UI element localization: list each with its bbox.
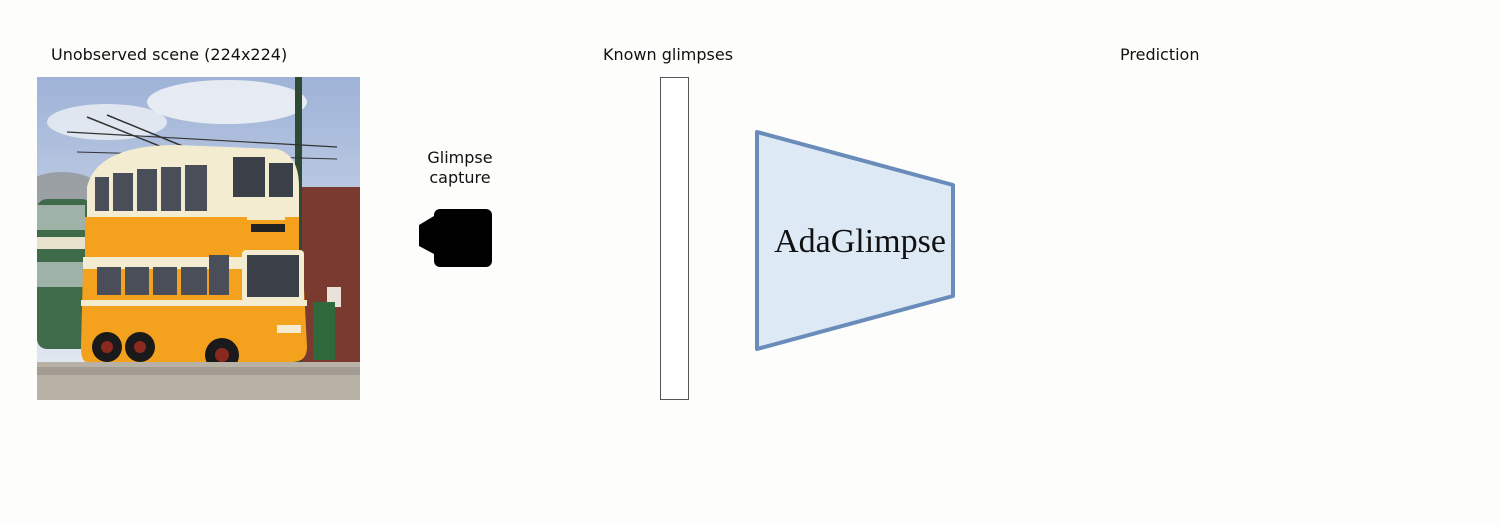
adaglimpse-model-block: AdaGlimpse: [752, 128, 958, 358]
model-name: AdaGlimpse: [774, 223, 946, 260]
prediction-title: Prediction: [1120, 45, 1200, 64]
scene-title: Unobserved scene (224x224): [51, 45, 288, 64]
video-camera-icon: [419, 208, 495, 274]
glimpse-caption-line1: Glimpse: [427, 148, 493, 167]
glimpse-caption-line2: capture: [429, 168, 491, 187]
scene-image: [37, 77, 360, 400]
known-glimpses-strip: [660, 77, 689, 400]
glimpse-capture-label: Glimpse capture: [426, 148, 494, 188]
bus-photo: [37, 77, 360, 400]
known-glimpses-title: Known glimpses: [603, 45, 734, 64]
